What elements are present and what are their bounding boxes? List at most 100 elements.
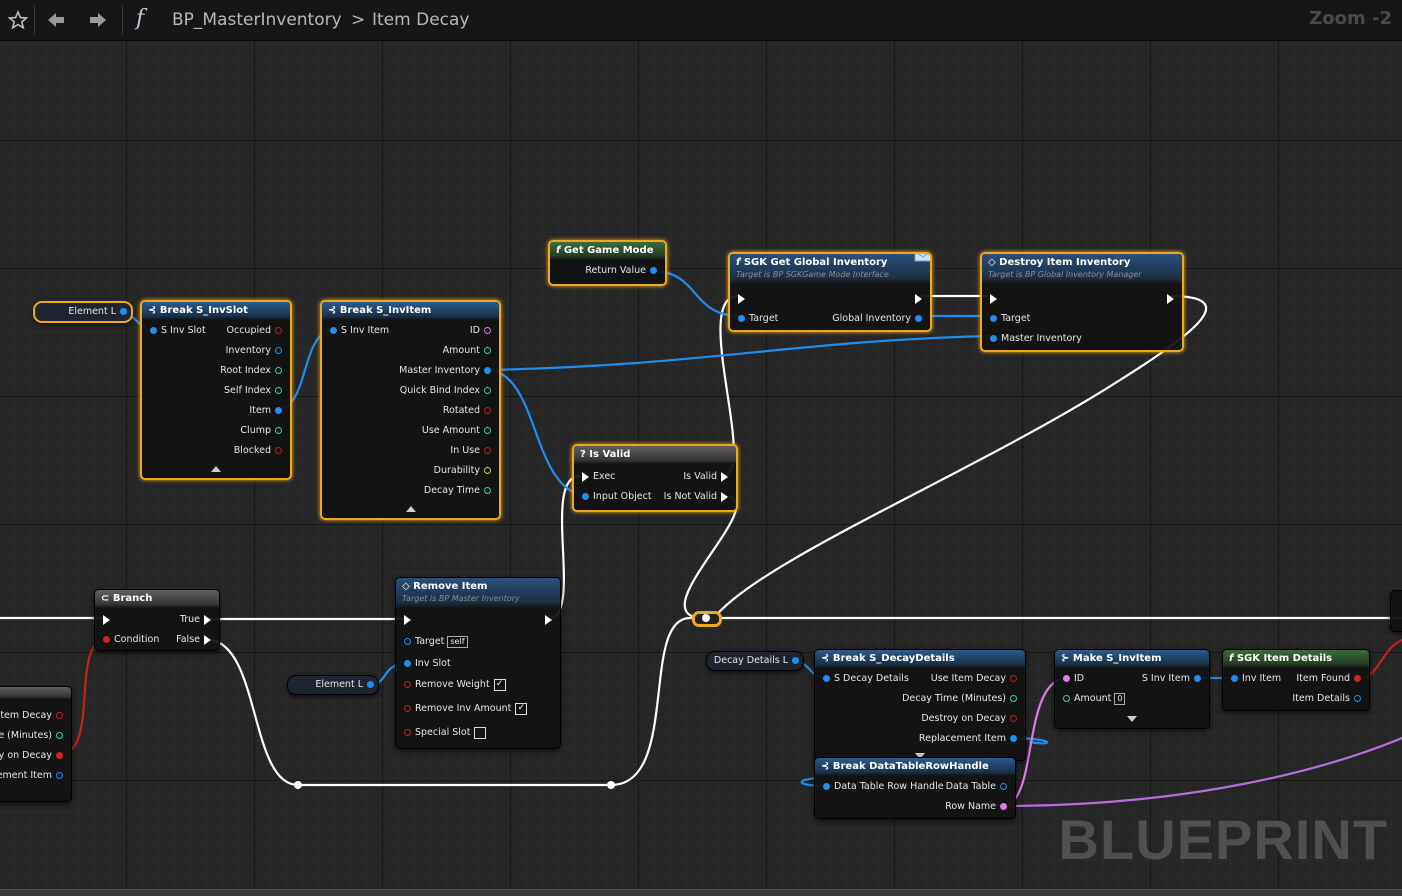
get-game-mode-node[interactable]: f Get Game Mode Return Value: [548, 240, 667, 286]
pin-row[interactable]: Is Not Valid: [664, 490, 732, 504]
partial-struct-node[interactable]: Item Decay e (Minutes) y on Decay ement …: [0, 686, 72, 802]
break-invitem-node[interactable]: ⊰ Break S_InvItem S Inv Item ID Amount M…: [320, 300, 501, 520]
pin-row[interactable]: S Inv Item: [326, 324, 389, 338]
pin-row[interactable]: ID: [470, 324, 495, 338]
pin-row[interactable]: y on Decay: [0, 749, 67, 763]
pin-row[interactable]: Inv Slot: [400, 657, 451, 671]
checkbox-checked[interactable]: ✓: [515, 702, 528, 715]
pin-row[interactable]: Occupied: [227, 324, 287, 338]
pin-row[interactable]: Clump: [240, 424, 286, 438]
is-valid-node[interactable]: ? Is Valid Exec Is Valid Input Object Is…: [572, 444, 738, 512]
pin-row[interactable]: Item Found: [1296, 672, 1365, 686]
pin-row[interactable]: Root Index: [220, 364, 286, 378]
exec-in-pin[interactable]: [734, 292, 749, 306]
pin-row[interactable]: Replacement Item: [919, 732, 1021, 746]
pin-row[interactable]: Use Amount: [422, 424, 495, 438]
node-header: [0, 687, 71, 699]
exec-out-pin[interactable]: [541, 613, 556, 627]
pin-row[interactable]: Condition: [99, 633, 159, 647]
breadcrumb-blueprint[interactable]: BP_MasterInventory: [172, 10, 342, 30]
offscreen-node[interactable]: [1390, 590, 1402, 632]
pin-row[interactable]: e (Minutes): [0, 729, 67, 743]
pin-row[interactable]: Quick Bind Index: [400, 384, 495, 398]
object-wire: [484, 368, 588, 498]
exec-out-pin[interactable]: [911, 292, 926, 306]
arrow-right-icon[interactable]: [86, 8, 110, 32]
pin-row[interactable]: Use Item Decay: [931, 672, 1021, 686]
collapse-icon[interactable]: [405, 506, 416, 512]
element-l-getter[interactable]: Element L: [287, 675, 379, 695]
branch-node[interactable]: ⊂ Branch True Condition False: [94, 589, 220, 651]
element-l-getter[interactable]: Element L: [33, 301, 133, 323]
pin-row[interactable]: Item Details: [1292, 692, 1365, 706]
pin-row[interactable]: False: [176, 633, 215, 647]
pin-row[interactable]: Blocked: [234, 444, 286, 458]
pin-row[interactable]: Target: [986, 312, 1030, 326]
pin-row[interactable]: ement Item: [0, 769, 67, 783]
pin-row[interactable]: S Inv Item: [1142, 672, 1205, 686]
pin-row[interactable]: Row Name: [945, 800, 1011, 814]
pin-row[interactable]: Inventory: [226, 344, 286, 358]
expand-icon[interactable]: [1127, 716, 1137, 722]
pin-row[interactable]: Self Index: [224, 384, 286, 398]
checkbox-checked[interactable]: ✓: [493, 678, 506, 691]
pin-row[interactable]: Data Table: [946, 780, 1011, 794]
pin-row[interactable]: Destroy on Decay: [921, 712, 1021, 726]
pin-row[interactable]: Item: [249, 404, 286, 418]
breadcrumb-function[interactable]: Item Decay: [372, 10, 470, 30]
exec-out-pin[interactable]: [1163, 292, 1178, 306]
exec-in-pin[interactable]: [986, 292, 1001, 306]
pin-row[interactable]: True: [180, 613, 215, 627]
pin-row[interactable]: Input Object: [578, 490, 652, 504]
arrow-left-icon[interactable]: [44, 8, 68, 32]
pin-row[interactable]: Return Value: [585, 264, 661, 278]
object-pin[interactable]: [367, 681, 374, 688]
exec-in-pin[interactable]: [99, 613, 114, 627]
pin-row[interactable]: ID: [1059, 672, 1084, 686]
exec-in-pin[interactable]: [400, 613, 415, 627]
object-wire: [484, 334, 996, 372]
pin-row[interactable]: Remove Inv Amount✓: [400, 702, 528, 716]
break-datatablerowhandle-node[interactable]: ⊰ Break DataTableRowHandle Data Table Ro…: [814, 757, 1016, 819]
star-icon[interactable]: [6, 8, 30, 32]
pin-row[interactable]: Inv Item: [1227, 672, 1281, 686]
pin-row[interactable]: Decay Time: [424, 484, 495, 498]
pin-row[interactable]: Item Decay: [0, 709, 67, 723]
pin-row[interactable]: Master Inventory: [986, 332, 1082, 346]
pin-row[interactable]: Target: [734, 312, 778, 326]
pin-row[interactable]: Remove Weight✓: [400, 678, 506, 692]
decay-details-l-getter[interactable]: Decay Details L: [706, 651, 804, 671]
pin-row[interactable]: Amount: [443, 344, 495, 358]
checkbox-unchecked[interactable]: [474, 726, 487, 739]
pin-row[interactable]: S Decay Details: [819, 672, 909, 686]
pin-row[interactable]: Rotated: [443, 404, 495, 418]
object-pin[interactable]: [120, 308, 127, 315]
pin-row[interactable]: Exec: [578, 470, 615, 484]
pin-row[interactable]: Special Slot: [400, 726, 487, 740]
sgk-item-details-node[interactable]: f SGK Item Details Inv Item Item Found I…: [1222, 649, 1370, 711]
pin-row[interactable]: Is Valid: [683, 470, 732, 484]
object-pin[interactable]: [792, 657, 799, 664]
amount-input[interactable]: 0: [1114, 692, 1126, 705]
pin-row[interactable]: In Use: [450, 444, 495, 458]
pin-row[interactable]: Data Table Row Handle: [819, 780, 944, 794]
node-title: Break S_InvItem: [339, 305, 432, 316]
collapse-icon[interactable]: [211, 466, 221, 472]
break-invslot-node[interactable]: ⊰ Break S_InvSlot S Inv Slot Occupied In…: [140, 300, 292, 480]
reroute-pin[interactable]: [702, 614, 710, 622]
pin-row[interactable]: Decay Time (Minutes): [902, 692, 1021, 706]
break-decaydetails-node[interactable]: ⊰ Break S_DecayDetails S Decay Details U…: [814, 649, 1026, 761]
pin-row[interactable]: Durability: [434, 464, 495, 478]
node-header: ⊰ Break S_InvSlot: [142, 302, 290, 320]
event-icon: ◇: [402, 581, 414, 592]
pin-row[interactable]: S Inv Slot: [146, 324, 206, 338]
pin-row[interactable]: Master Inventory: [399, 364, 495, 378]
pin-row[interactable]: Global Inventory: [832, 312, 926, 326]
